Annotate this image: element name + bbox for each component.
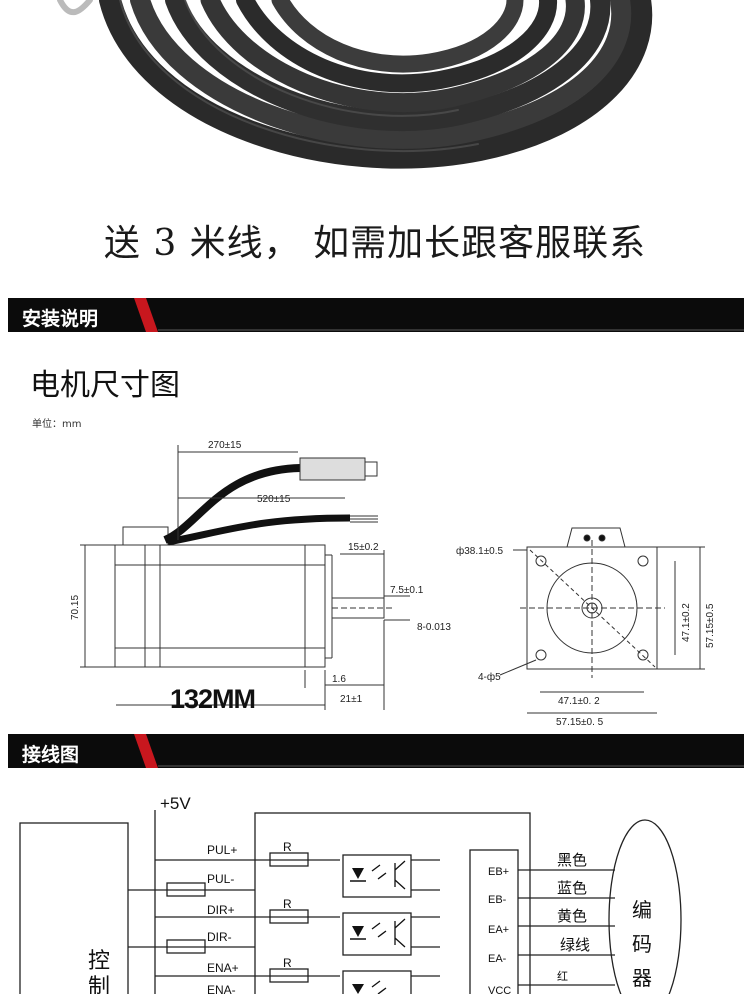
dim-520: 520±15	[257, 494, 291, 505]
dim-holes: 4-ф5	[478, 671, 501, 683]
cable-photo	[0, 0, 750, 190]
cable-caption: 送 3 米线， 如需加长跟客服联系	[103, 223, 647, 264]
dim-21: 21±1	[340, 694, 363, 705]
signal-pul-minus: PUL-	[207, 872, 234, 886]
wire-color-blue: 蓝色	[557, 880, 587, 897]
controller-char-2: 制	[88, 974, 110, 994]
resistor-5	[166, 939, 206, 954]
resistor-2	[269, 909, 309, 924]
motor-shaft	[331, 597, 385, 619]
encoder-char-1: 编	[632, 899, 652, 922]
encoder-ellipse	[608, 819, 682, 994]
signal-dir-minus: DIR-	[207, 930, 232, 944]
resistor-label-2: R	[283, 897, 292, 911]
section-header-wiring: 接线图	[8, 734, 744, 768]
unit-label: 单位：mm	[32, 419, 82, 430]
dim-8: 8-0.013	[417, 622, 451, 633]
pin-eb-minus: EB-	[488, 894, 507, 906]
signal-ena-plus: ENA+	[207, 961, 239, 975]
dim-57-15-vertical: 57.15±0.5	[705, 603, 716, 648]
section-title-wiring: 接线图	[22, 744, 80, 766]
encoder-char-3: 器	[632, 968, 652, 990]
optocoupler-1	[342, 854, 412, 898]
band-underline	[158, 329, 744, 331]
dim-57-15-horizontal: 57.15±0. 5	[556, 717, 604, 728]
dim-15: 15±0.2	[348, 542, 379, 553]
wire-color-black: 黑色	[557, 852, 587, 869]
section-header-install: 安装说明	[8, 298, 744, 332]
dim-7-5: 7.5±0.1	[390, 585, 424, 596]
resistor-4	[166, 882, 206, 897]
dim-1-6: 1.6	[332, 674, 346, 685]
dim-70-15: 70.15	[70, 595, 81, 620]
resistor-label-1: R	[283, 840, 292, 854]
signal-pul-plus: PUL+	[207, 843, 237, 857]
wiring-diagram: +5V 控 制 PUL+ PUL- DIR+ DIR- ENA+ ENA- R …	[19, 795, 682, 994]
dim-270: 270±15	[208, 440, 242, 451]
pin-ea-minus: EA-	[488, 953, 507, 965]
supply-label: +5V	[160, 795, 191, 813]
motor-dimension-drawing: 270±15 520±15 15±0.2 7.5±0.1 8-0.013 70.…	[70, 440, 716, 728]
band-accent-inner	[8, 734, 146, 768]
motor-body	[114, 544, 326, 668]
encoder-connector	[469, 849, 519, 994]
driver-box	[254, 812, 531, 994]
section-title-install: 安装说明	[22, 308, 99, 330]
controller-char-1: 控	[88, 948, 110, 973]
resistor-1	[269, 852, 309, 867]
pin-vcc: VCC	[488, 985, 511, 994]
optocoupler-2	[342, 912, 412, 956]
total-length-label: 132MM	[170, 684, 256, 714]
wire-color-yellow: 黄色	[557, 908, 587, 925]
wire-color-red: 红	[557, 970, 568, 983]
pin-eb-plus: EB+	[488, 866, 509, 878]
signal-ena-minus: ENA-	[207, 983, 236, 994]
optocoupler-3	[342, 970, 412, 994]
controller-box	[19, 822, 129, 994]
dim-47-1-horizontal: 47.1±0. 2	[558, 696, 600, 707]
band-underline	[158, 765, 744, 767]
resistor-3	[269, 968, 309, 983]
dim-47-1-vertical: 47.1±0.2	[681, 603, 692, 642]
band-accent-inner	[8, 298, 146, 332]
resistor-label-3: R	[283, 956, 292, 970]
encoder-char-2: 码	[632, 934, 652, 956]
dimension-title: 电机尺寸图	[30, 368, 180, 403]
pin-ea-plus: EA+	[488, 924, 509, 936]
dim-phi-38-1: ф38.1±0.5	[456, 545, 504, 557]
signal-dir-plus: DIR+	[207, 903, 235, 917]
wire-color-green: 绿线	[560, 937, 590, 954]
